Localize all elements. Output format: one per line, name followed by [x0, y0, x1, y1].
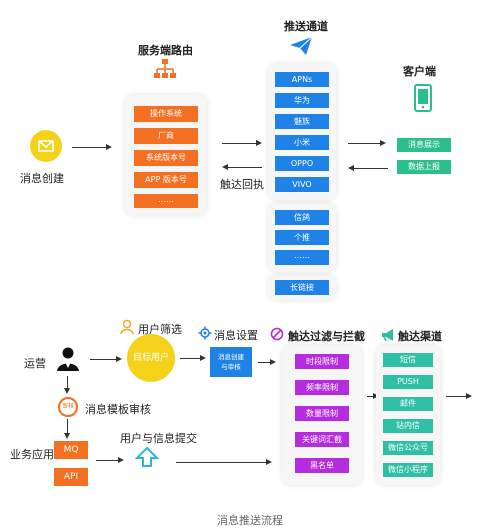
route-item-more: …… [134, 194, 198, 208]
user-filter-title: 用户筛选 [138, 323, 182, 336]
network-icon [154, 59, 176, 78]
channel-wechat-oa: 微信公众号 [383, 441, 433, 455]
receipt-label: 触达回执 [220, 178, 264, 191]
filter-quantity: 数量限制 [295, 406, 349, 421]
business-apps-label: 业务应用 [10, 448, 54, 461]
target-users-node: 目标用户 [127, 334, 175, 382]
route-item-os: 操作系统 [134, 106, 198, 122]
arrow-channel-out [446, 396, 468, 397]
channel-inbox: 站内信 [383, 419, 433, 433]
channel-getui: 个推 [275, 230, 329, 245]
mq-box: MQ [54, 441, 88, 459]
arrow-client-to-channel [354, 168, 388, 169]
arrow-head [466, 393, 472, 399]
channel-sms: 短信 [383, 353, 433, 367]
megaphone-icon [382, 329, 393, 342]
channel-panel [376, 345, 440, 485]
message-create-label: 消息创建 [20, 172, 64, 185]
user-icon [57, 347, 79, 371]
arrow-head [270, 359, 276, 365]
message-settings-box: 消息创建 与审核 [210, 347, 252, 377]
arrow-head [380, 140, 386, 146]
paper-plane-icon [290, 36, 313, 55]
target-users-label: 目标用户 [132, 353, 169, 363]
channel-title: 触达渠道 [398, 330, 442, 343]
channel-vivo: VIVO [275, 177, 329, 192]
channel-meizu: 魅族 [275, 114, 329, 129]
arrow-channel-to-client [348, 143, 382, 144]
arrow-receipt-back [228, 167, 262, 168]
arrow-review-to-mq [67, 419, 68, 433]
filter-frequency: 频率限制 [295, 380, 349, 395]
route-item-vendor: 厂商 [134, 128, 198, 144]
review-badge-text: 审核 [61, 403, 74, 410]
api-box: API [54, 468, 88, 486]
route-item-app-version: APP 版本号 [134, 172, 198, 188]
arrow-route-to-channel [222, 143, 258, 144]
channel-push: PUSH [383, 375, 433, 389]
operations-label: 运营 [24, 357, 46, 370]
long-connection: 长链接 [275, 280, 329, 295]
channel-wechat-mini: 微信小程序 [383, 463, 433, 477]
arrow-submit-to-filter [176, 462, 268, 463]
template-review-label: 消息模板审核 [85, 403, 151, 416]
filter-title: 触达过滤与拦截 [288, 330, 365, 343]
user-info-submit-label: 用户与信息提交 [120, 432, 197, 445]
arrow-head [106, 144, 112, 150]
channel-apns: APNs [275, 72, 329, 87]
arrow-head [222, 164, 228, 170]
channel-huawei: 华为 [275, 93, 329, 108]
server-route-title: 服务端路由 [138, 44, 193, 57]
client-title: 客户端 [403, 65, 436, 78]
channel-oppo: OPPO [275, 156, 329, 171]
arrow-head [348, 165, 354, 171]
arrow-ops-to-target [90, 359, 118, 360]
arrow-head [266, 459, 272, 465]
arrow-ops-to-review [67, 376, 68, 388]
channel-xiaomi: 小米 [275, 135, 329, 150]
message-settings-title: 消息设置 [214, 329, 258, 342]
review-badge: 审核 [58, 397, 78, 417]
push-channel-title: 推送通道 [284, 20, 328, 33]
upload-icon [134, 446, 160, 467]
arrow-head [118, 457, 124, 463]
arrow-filter-to-channel [367, 396, 375, 397]
filter-blacklist: 黑名单 [295, 458, 349, 473]
arrow-head [256, 140, 262, 146]
route-item-os-version: 系统版本号 [134, 150, 198, 166]
arrow-head [116, 356, 122, 362]
block-icon [270, 327, 284, 341]
arrow-mq-to-submit [96, 460, 120, 461]
arrow-head [64, 433, 70, 439]
gear-icon [198, 326, 212, 340]
client-data-report: 数据上报 [397, 160, 451, 174]
client-message-display: 消息展示 [397, 138, 451, 152]
diagram-caption: 消息推送流程 [217, 514, 283, 527]
channel-xinge: 信鸽 [275, 210, 329, 225]
arrow-create-to-route [72, 147, 108, 148]
filter-keyword: 关键词汇截 [295, 432, 349, 447]
person-icon [120, 319, 134, 335]
message-create-node [30, 130, 62, 162]
phone-icon [414, 84, 432, 112]
filter-time-period: 时段限制 [295, 354, 349, 369]
arrow-head [64, 388, 70, 394]
envelope-icon [38, 140, 54, 152]
arrow-target-to-settings [180, 358, 202, 359]
channel-email: 邮件 [383, 397, 433, 411]
channel-more: …… [275, 250, 329, 265]
arrow-head [200, 355, 206, 361]
arrow-settings-to-filter [258, 362, 272, 363]
